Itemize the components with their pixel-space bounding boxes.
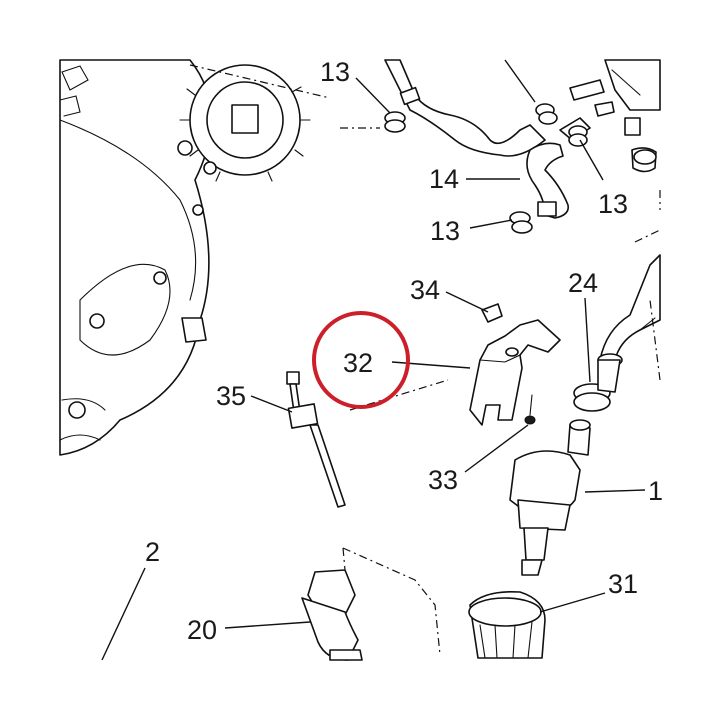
callout-2: 2 bbox=[145, 537, 160, 567]
callout-34: 34 bbox=[410, 275, 440, 305]
upper-hose-14 bbox=[384, 59, 591, 219]
callout-33: 33 bbox=[428, 465, 458, 495]
cable-tie-35 bbox=[286, 371, 346, 508]
callout-1: 1 bbox=[648, 476, 663, 506]
callout-35: 35 bbox=[216, 381, 246, 411]
callout-31: 31 bbox=[608, 569, 638, 599]
leader-lines bbox=[101, 59, 646, 661]
clip-34 bbox=[481, 303, 503, 323]
callout-24: 24 bbox=[568, 268, 598, 298]
hose-clamps-13 bbox=[384, 103, 588, 234]
callout-20: 20 bbox=[187, 615, 217, 645]
callout-13-lower: 13 bbox=[430, 216, 460, 246]
callout-14: 14 bbox=[429, 164, 459, 194]
screw-33 bbox=[524, 394, 536, 425]
callout-32: 32 bbox=[343, 348, 373, 378]
engine-casing bbox=[59, 59, 311, 456]
bracket-32 bbox=[469, 319, 561, 426]
callout-13-right: 13 bbox=[598, 189, 628, 219]
fitting-20 bbox=[301, 569, 363, 661]
clamp-24 bbox=[573, 359, 621, 412]
highlight-circle bbox=[312, 311, 410, 409]
callout-13-top: 13 bbox=[320, 57, 350, 87]
grommet-31 bbox=[468, 590, 546, 659]
valve-1 bbox=[509, 419, 591, 576]
manifold-fittings bbox=[569, 59, 661, 173]
